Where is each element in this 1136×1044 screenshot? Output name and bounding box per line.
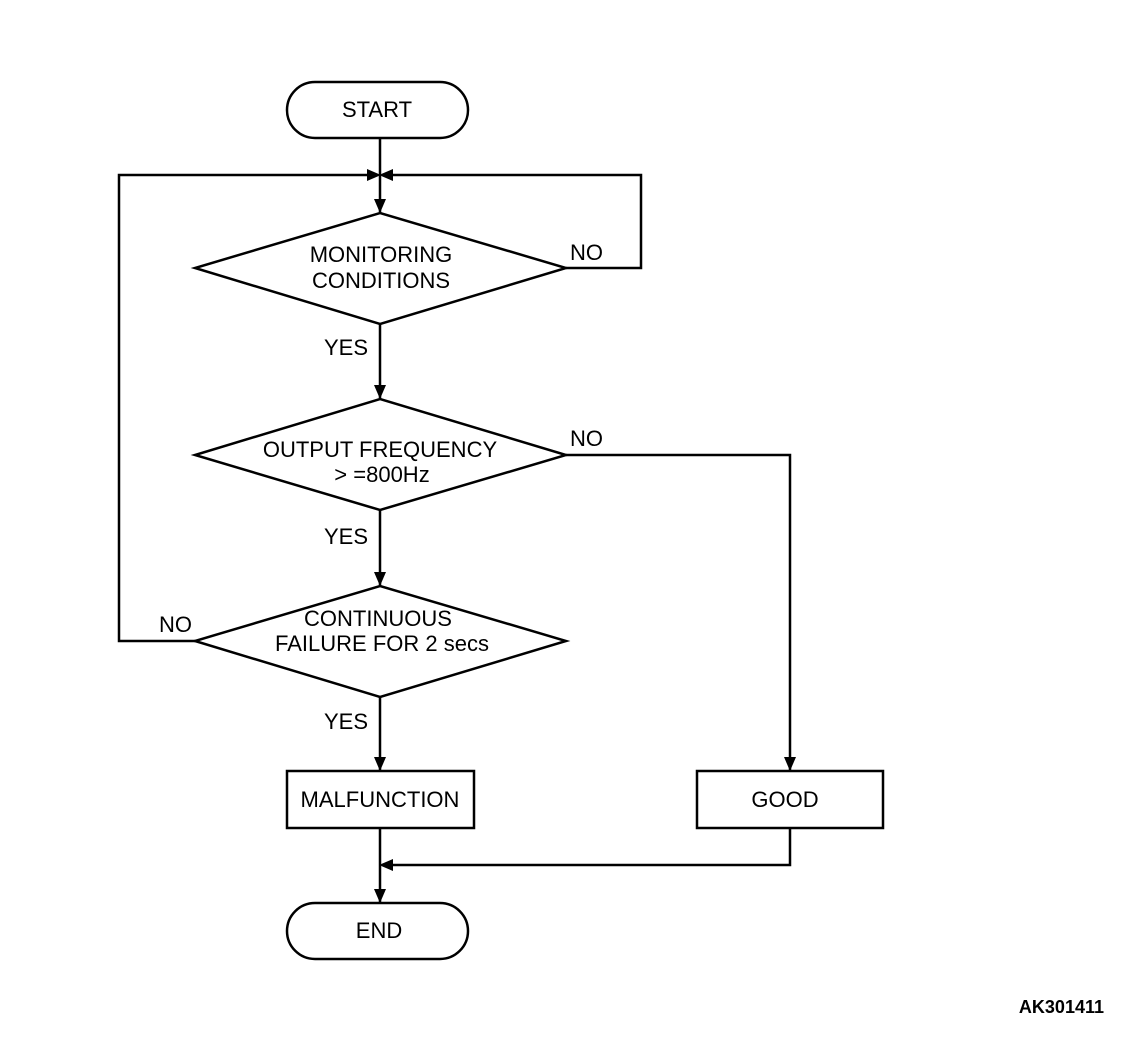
end-label: END (356, 918, 402, 943)
edge-frequency-no (566, 453, 792, 770)
frequency-yes-label: YES (324, 524, 368, 549)
arrowhead-into-frequency (374, 385, 386, 399)
continuous-no-label: NO (159, 612, 192, 637)
frequency-label-line1: OUTPUT FREQUENCY (263, 437, 498, 462)
continuous-label-line2: FAILURE FOR 2 secs (275, 631, 489, 656)
edge-continuous-no-loop (117, 173, 372, 643)
monitoring-no-label: NO (570, 240, 603, 265)
malfunction-node: MALFUNCTION (285, 769, 476, 830)
continuous-yes-label: YES (324, 709, 368, 734)
arrowhead-good-join (379, 859, 393, 871)
frequency-label-line2: > =800Hz (334, 462, 429, 487)
monitoring-decision: MONITORING CONDITIONS (190, 211, 571, 326)
edge-good-to-end (388, 828, 792, 867)
continuous-label-line1: CONTINUOUS (304, 606, 452, 631)
arrowhead-left-loop (367, 169, 381, 181)
arrowhead-into-monitoring (374, 199, 386, 213)
continuous-decision: CONTINUOUS FAILURE FOR 2 secs (190, 584, 571, 699)
good-label: GOOD (751, 787, 818, 812)
monitoring-yes-label: YES (324, 335, 368, 360)
arrowhead-into-good (784, 757, 796, 771)
start-node: START (285, 80, 470, 140)
arrowhead-right-loop (379, 169, 393, 181)
frequency-no-label: NO (570, 426, 603, 451)
arrowhead-into-end (374, 889, 386, 903)
figure-code: AK301411 (1019, 997, 1104, 1017)
arrowhead-into-continuous (374, 572, 386, 586)
arrowheads (367, 169, 796, 903)
frequency-decision: OUTPUT FREQUENCY > =800Hz (190, 397, 571, 512)
arrowhead-into-malfunction (374, 757, 386, 771)
start-label: START (342, 97, 412, 122)
monitoring-label-line2: CONDITIONS (312, 268, 450, 293)
connectors (117, 138, 792, 902)
edge-monitoring-no-loop (388, 173, 643, 270)
monitoring-label-line1: MONITORING (310, 242, 453, 267)
malfunction-label: MALFUNCTION (301, 787, 460, 812)
good-node: GOOD (695, 769, 885, 830)
end-node: END (285, 901, 470, 961)
